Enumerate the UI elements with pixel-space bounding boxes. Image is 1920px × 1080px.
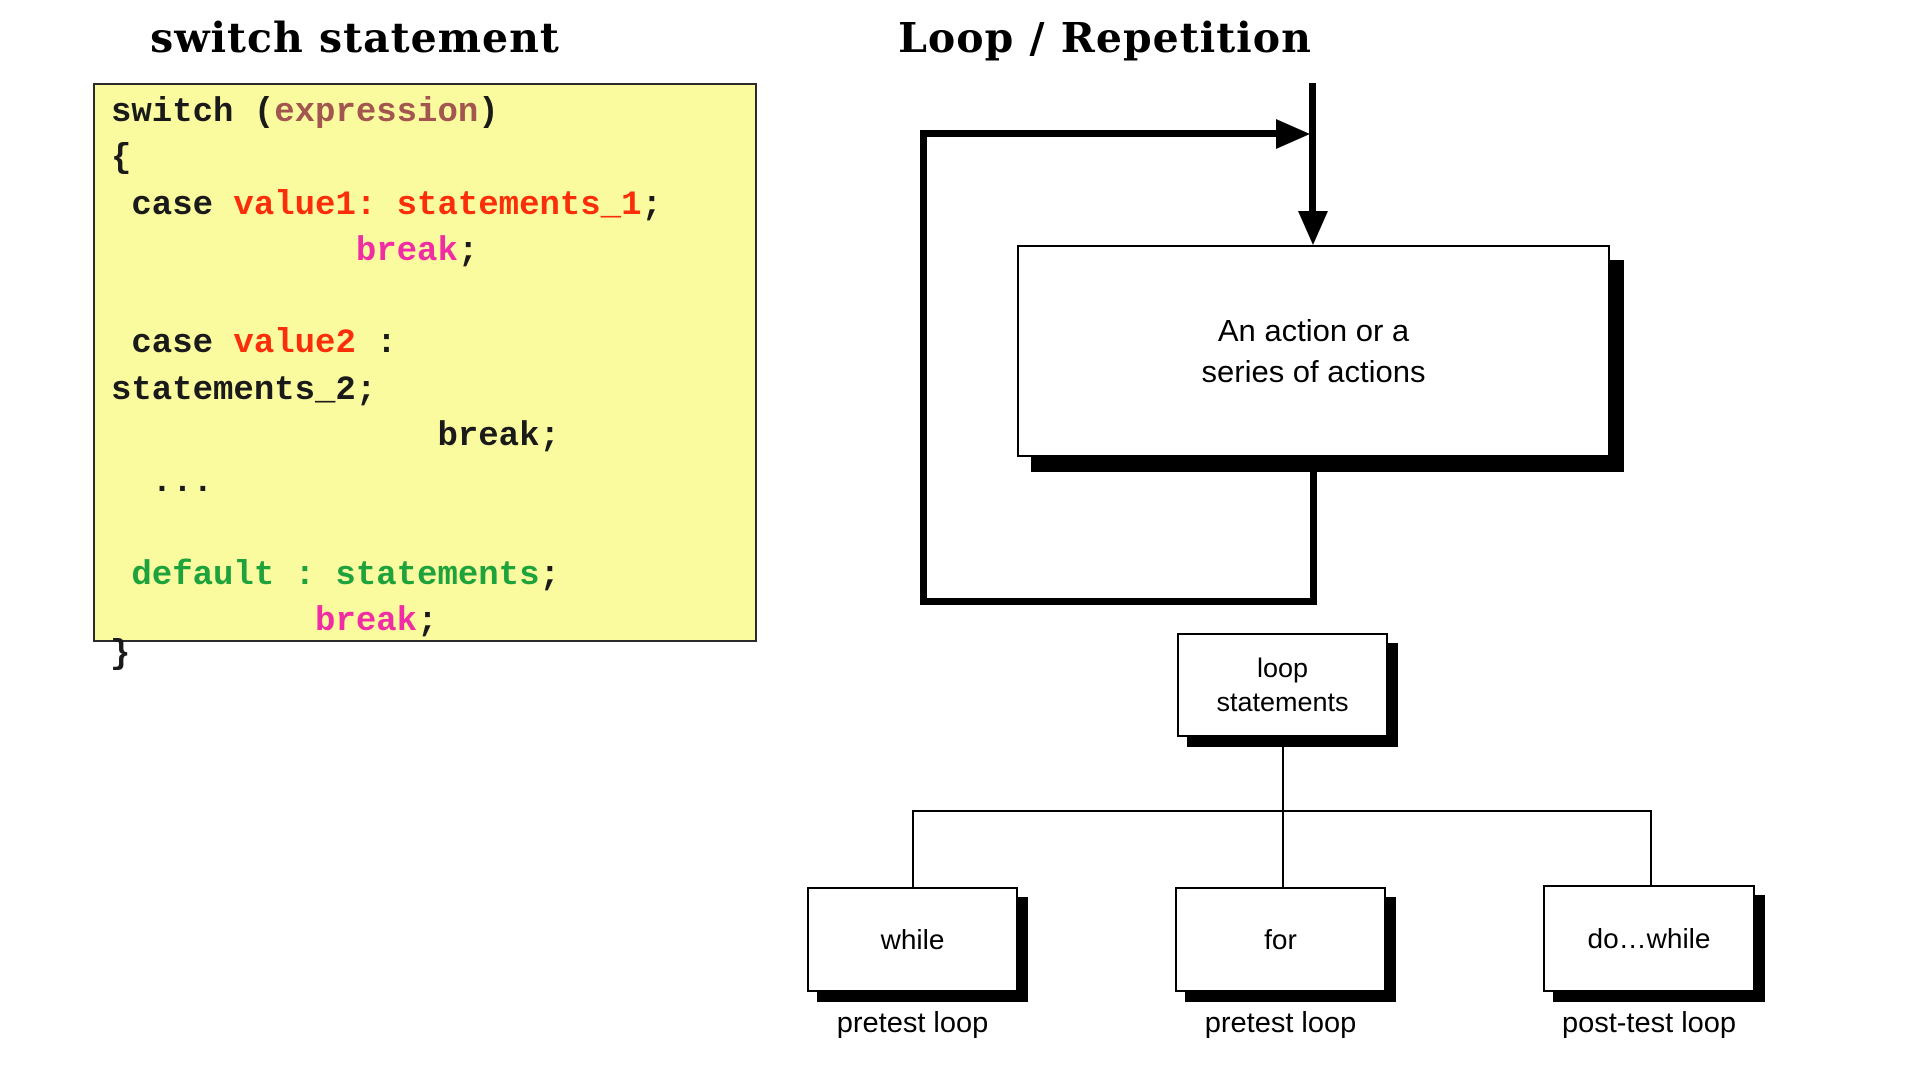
do-while-box: do…while xyxy=(1543,885,1755,992)
tree-drop-dowhile xyxy=(1650,810,1652,885)
entry-line xyxy=(1309,83,1316,213)
loop-repetition-title: Loop / Repetition xyxy=(898,14,1312,62)
tree-stem-line xyxy=(1282,747,1284,812)
loop-statements-text: loop statements xyxy=(1216,653,1349,717)
switch-code: switch (expression){ case value1: statem… xyxy=(111,94,662,642)
while-caption: pretest loop xyxy=(836,1007,989,1039)
loop-top-line xyxy=(920,130,1280,137)
action-box-text: An action or a series of actions xyxy=(1201,313,1426,389)
loop-bottom-line xyxy=(920,598,1317,605)
closing-brace: } xyxy=(110,636,131,674)
entry-arrowhead-icon xyxy=(1298,211,1328,245)
loop-right-line xyxy=(1310,457,1317,605)
for-caption: pretest loop xyxy=(1204,1007,1357,1039)
while-box: while xyxy=(807,887,1018,992)
switch-code-box: switch (expression){ case value1: statem… xyxy=(93,83,757,642)
action-box: An action or a series of actions xyxy=(1017,245,1610,457)
tree-drop-for xyxy=(1282,810,1284,887)
for-box: for xyxy=(1175,887,1386,992)
do-while-caption: post-test loop xyxy=(1561,1007,1737,1039)
loop-left-line xyxy=(920,130,927,605)
tree-drop-while xyxy=(912,810,914,887)
switch-statement-title: switch statement xyxy=(150,14,560,62)
loop-statements-box: loop statements xyxy=(1177,633,1388,737)
loop-arrowhead-icon xyxy=(1276,119,1310,149)
